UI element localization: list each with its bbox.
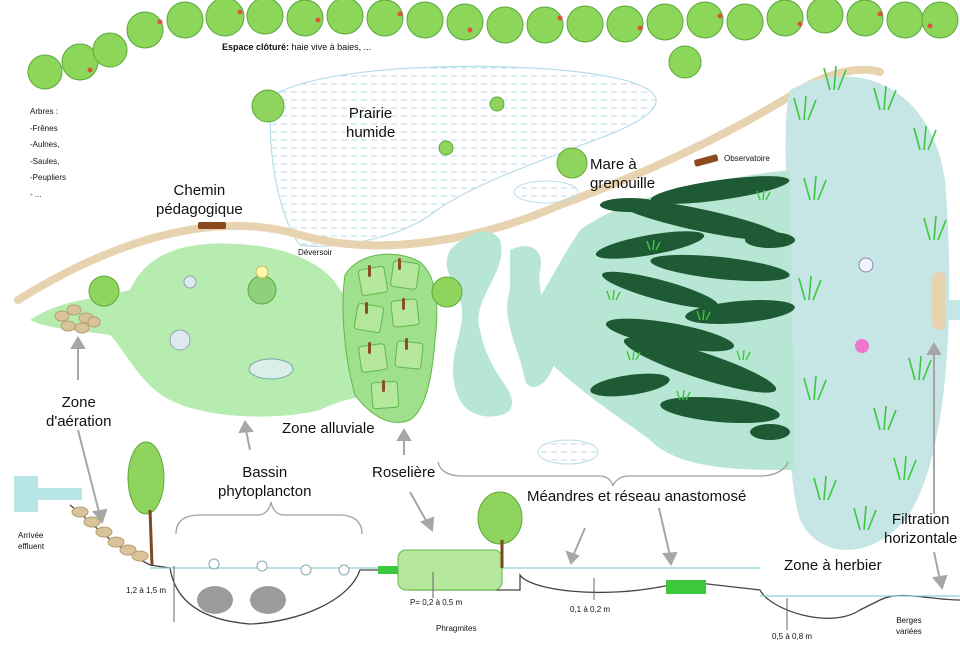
brackets xyxy=(175,461,789,535)
arbres-title: Arbres : xyxy=(30,107,59,116)
berges-line2: variées xyxy=(896,627,922,636)
prairie-humide-label: Prairie humide xyxy=(346,104,395,142)
roseliere-label: Roselière xyxy=(372,464,436,481)
arbres-item: -Saules, xyxy=(30,156,60,166)
mare-line2: grenouille xyxy=(590,175,656,192)
bench-observatoire xyxy=(694,154,719,167)
observatoire-label: Observatoire xyxy=(724,154,770,163)
deversoir-label: Déversoir xyxy=(298,248,333,257)
meandre-1 xyxy=(446,231,513,417)
arrivee-pipe xyxy=(14,476,82,512)
arbres-list: Arbres : -Frênes -Aulnes, -Saules, -Peup… xyxy=(30,104,66,203)
espace-cloture-bold: Espace clôturé: xyxy=(222,42,290,52)
zone-alluviale-label: Zone alluviale xyxy=(282,420,375,437)
filtration-pond xyxy=(785,76,950,550)
aeration-stones xyxy=(54,304,101,334)
trees xyxy=(88,89,588,308)
reseau-anastomose-zone xyxy=(520,170,795,470)
filtration-horizontale-label: Filtration horizontale xyxy=(884,510,957,548)
depth-roseliere-label: P= 0,2 à 0,5 m xyxy=(410,598,463,607)
water-lily-icon xyxy=(855,339,869,353)
outlet-channel xyxy=(945,300,960,320)
depth-herbier-label: 0,5 à 0,8 m xyxy=(772,632,813,641)
berges-variees-label: Berges variées xyxy=(896,615,922,637)
prairie-line2: humide xyxy=(346,124,396,141)
berges-line1: Berges xyxy=(896,616,922,625)
zone-herbier-label: Zone à herbier xyxy=(784,557,882,574)
arbres-item: - ... xyxy=(30,189,42,199)
bassin-line2: phytoplancton xyxy=(218,483,312,500)
filtration-line1: Filtration xyxy=(891,511,950,528)
floating-plants xyxy=(169,265,294,380)
zone-aeration-label: Zone d'aération xyxy=(46,393,111,431)
depth-bassin-label: 1,2 à 1,5 m xyxy=(126,586,167,595)
mare-grenouille-label: Mare à grenouille xyxy=(590,155,655,193)
hedge xyxy=(27,0,959,90)
meandres-label: Méandres et réseau anastomosé xyxy=(527,488,747,505)
cross-section xyxy=(69,441,960,630)
bassin-line1: Bassin xyxy=(242,464,288,481)
arrivee-effluent-label: Arrivée effluent xyxy=(18,530,44,552)
outlet-berm xyxy=(932,272,946,330)
arbres-item: -Frênes xyxy=(30,123,58,133)
mare-line1: Mare à xyxy=(590,156,637,173)
zone-aeration-line2: d'aération xyxy=(46,413,112,430)
bassin-phytoplancton-label: Bassin phytoplancton xyxy=(218,463,311,501)
arrivee-line1: Arrivée xyxy=(18,531,44,540)
arbres-item: -Peupliers xyxy=(30,173,67,182)
zone-aeration-line1: Zone xyxy=(61,394,96,411)
roseliere-block xyxy=(342,253,438,423)
pond-reeds xyxy=(793,65,947,531)
chemin-pedagogique-label: Chemin pédagogique xyxy=(156,181,243,219)
espace-cloture-text: haie vive à baies, ... xyxy=(291,42,372,52)
chemin-line1: Chemin xyxy=(173,182,226,199)
meandre-2 xyxy=(507,246,556,388)
small-pond xyxy=(537,439,599,465)
mare-grenouille xyxy=(513,180,579,204)
island-plants xyxy=(606,189,771,401)
chemin-line2: pédagogique xyxy=(156,201,243,218)
depth-meandres-label: 0,1 à 0,2 m xyxy=(570,605,611,614)
dark-islands xyxy=(590,176,795,440)
zone-alluviale xyxy=(30,243,390,417)
espace-cloture-label: Espace clôturé: haie vive à baies, ... xyxy=(222,42,371,52)
filtration-line2: horizontale xyxy=(884,530,958,547)
dragonfly-icon xyxy=(858,257,874,273)
arbres-item: -Aulnes, xyxy=(30,140,60,149)
prairie-line1: Prairie xyxy=(348,105,393,122)
bench-chemin xyxy=(198,222,226,229)
phragmites-label: Phragmites xyxy=(436,624,477,633)
arrivee-line2: effluent xyxy=(18,542,45,551)
arrows xyxy=(70,336,948,591)
